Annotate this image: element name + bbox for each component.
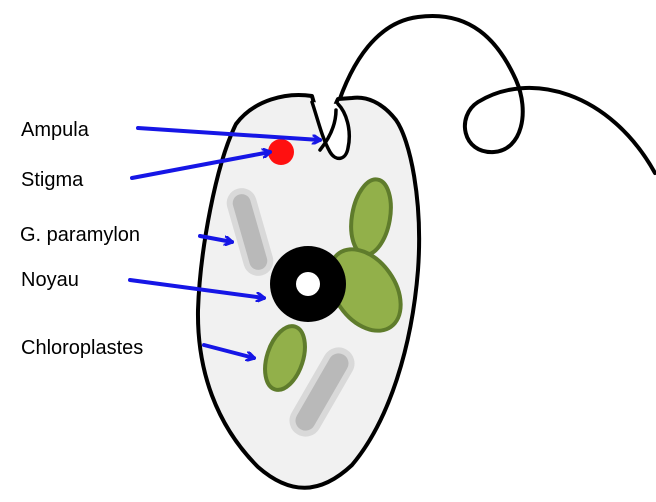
- nucleolus: [296, 272, 320, 296]
- label-ampula: Ampula: [21, 120, 89, 140]
- label-noyau: Noyau: [21, 270, 79, 290]
- label-stigma: Stigma: [21, 170, 83, 190]
- label-chloroplastes: Chloroplastes: [21, 338, 143, 358]
- label-paramylon: G. paramylon: [20, 225, 140, 245]
